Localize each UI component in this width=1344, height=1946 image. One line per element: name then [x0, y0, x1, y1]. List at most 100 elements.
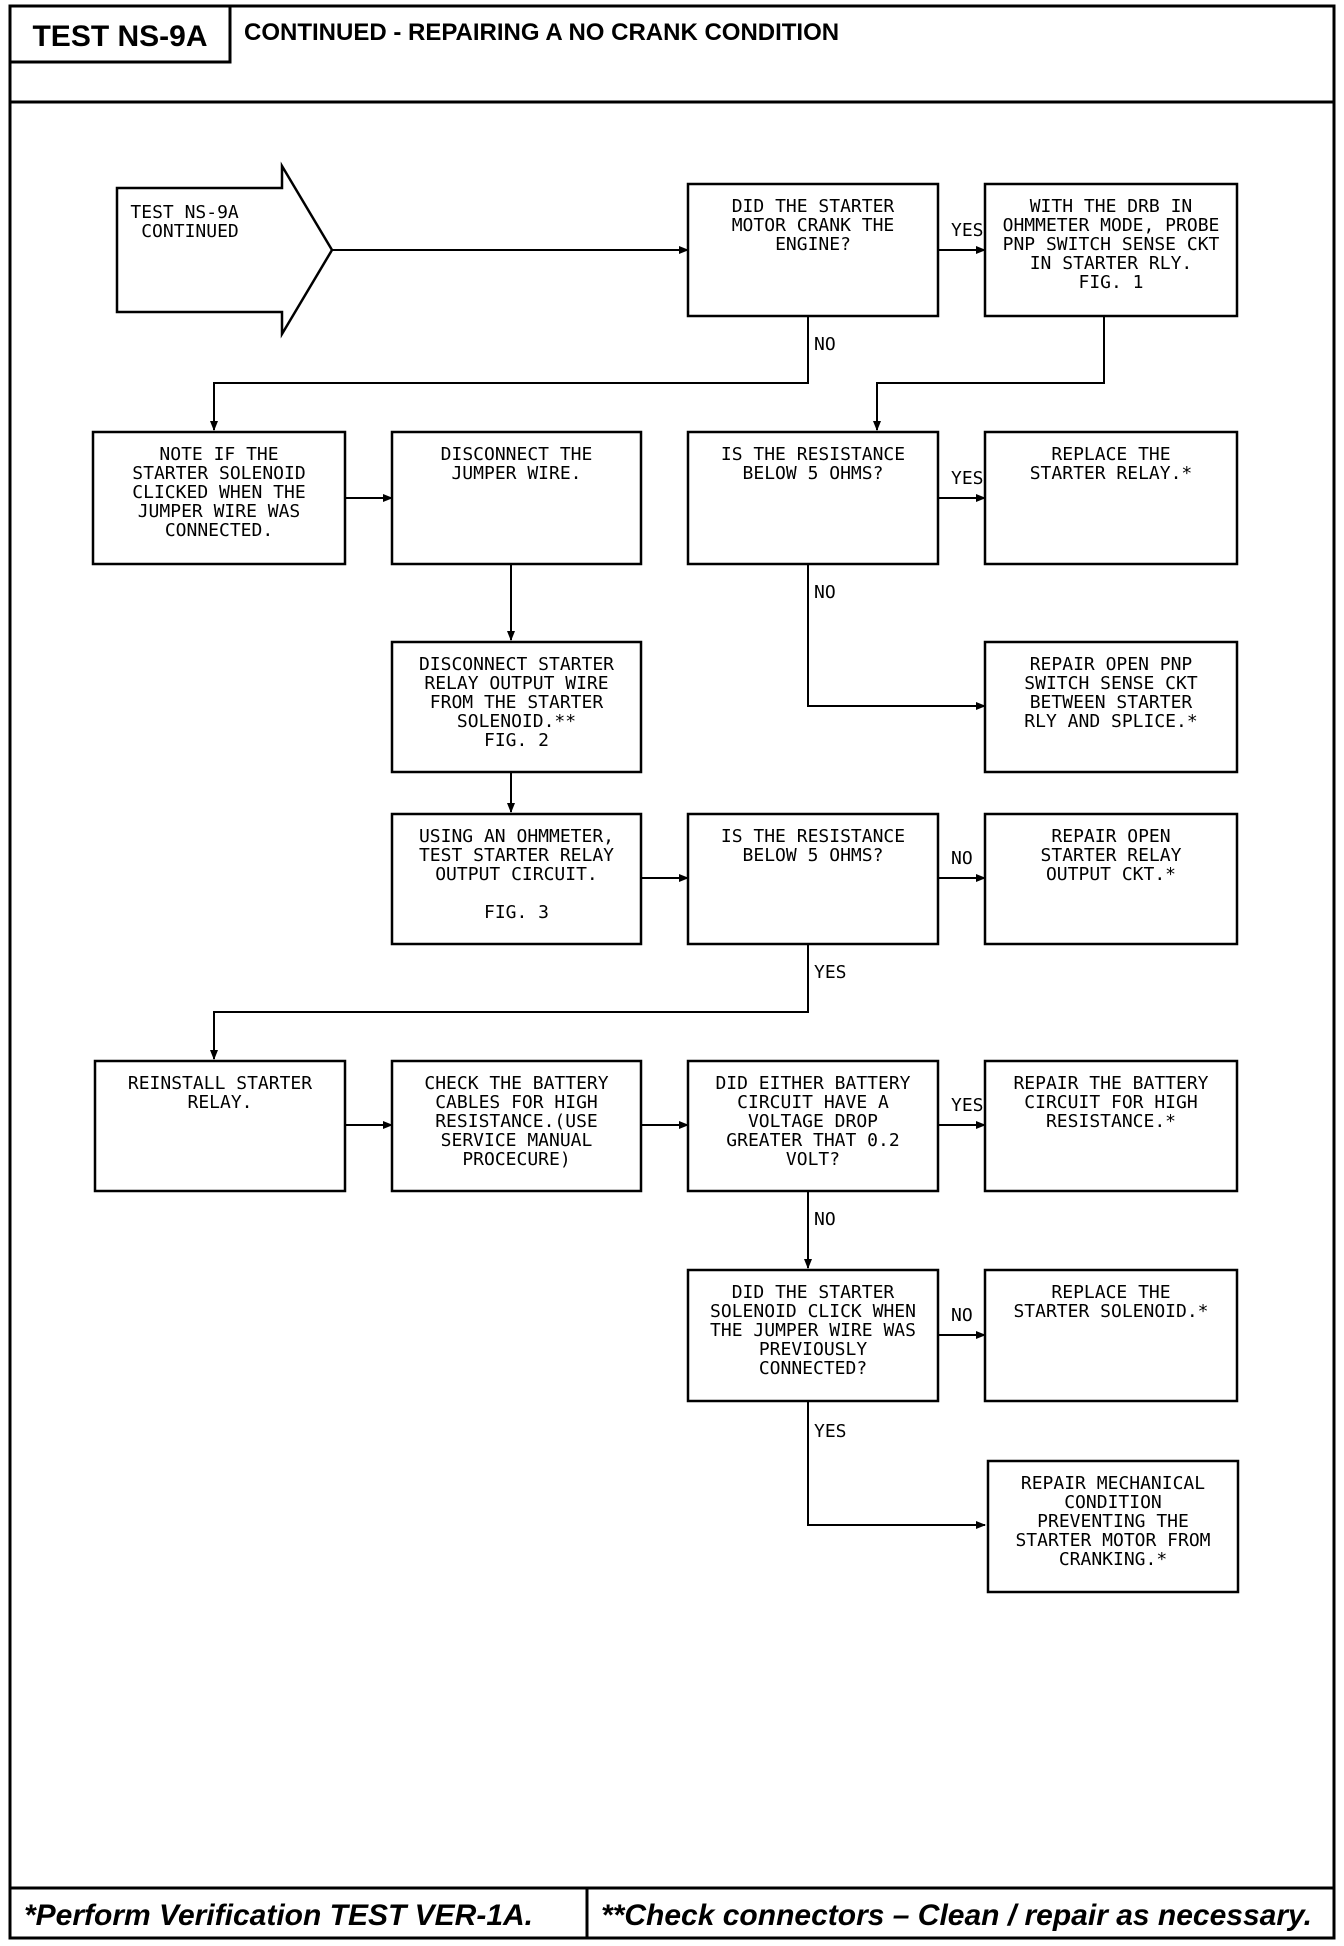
node-text-line: REPAIR OPEN	[1051, 826, 1170, 847]
node-text-line: DISCONNECT THE	[441, 444, 593, 465]
edge-probe-to-res1	[873, 316, 1105, 431]
node-text-line: SOLENOID.**	[457, 711, 576, 732]
node-text-line: DID THE STARTER	[732, 196, 895, 217]
node-text-line: CONNECTED.	[165, 520, 273, 541]
edge-label-yes: YES	[951, 220, 984, 241]
node-text-line: PNP SWITCH SENSE CKT	[1003, 234, 1220, 255]
node-text-line: VOLTAGE DROP	[748, 1111, 878, 1132]
node-box	[390, 1059, 643, 1193]
edge-label-no: NO	[951, 848, 973, 869]
node-text-line: PREVIOUSLY	[759, 1339, 868, 1360]
node-text-line: FIG. 3	[484, 902, 549, 923]
node-text-line: OUTPUT CIRCUIT.	[435, 864, 598, 885]
start-line: CONTINUED	[141, 221, 239, 242]
node-text-line: DID THE STARTER	[732, 1282, 895, 1303]
start-label: TEST NS-9A CONTINUED	[130, 202, 249, 242]
node-box	[983, 640, 1239, 774]
node-text-line: SWITCH SENSE CKT	[1024, 673, 1198, 694]
edge-crank-no	[210, 316, 809, 431]
node-text-line: CIRCUIT HAVE A	[737, 1092, 889, 1113]
footer-note-verification: *Perform Verification TEST VER-1A.	[24, 1899, 533, 1932]
edge-label-no: NO	[814, 1209, 836, 1230]
node-text-line: CIRCUIT FOR HIGH	[1024, 1092, 1197, 1113]
node-text-line: CONNECTED?	[759, 1358, 867, 1379]
edge-label-no: NO	[814, 582, 836, 603]
node-text-line: THE JUMPER WIRE WAS	[710, 1320, 916, 1341]
node-text-line: CABLES FOR HIGH	[435, 1092, 598, 1113]
node-text-line: REPLACE THE	[1051, 444, 1170, 465]
node-text-line: SOLENOID CLICK WHEN	[710, 1301, 916, 1322]
node-text-line: OUTPUT CKT.*	[1046, 864, 1176, 885]
node-box	[686, 430, 940, 566]
node-text-line: CLICKED WHEN THE	[132, 482, 305, 503]
node-box	[983, 430, 1239, 566]
node-text-line: REINSTALL STARTER	[128, 1073, 312, 1094]
node-text-line: SERVICE MANUAL	[441, 1130, 593, 1151]
node-text-line: REPLACE THE	[1051, 1282, 1170, 1303]
node-text-line: REPAIR THE BATTERY	[1013, 1073, 1208, 1094]
node-text-line: TEST STARTER RELAY	[419, 845, 614, 866]
edge-label-yes: YES	[814, 962, 847, 983]
node-box	[390, 640, 643, 774]
node-box	[983, 812, 1239, 946]
node-text-line: FROM THE STARTER	[430, 692, 604, 713]
edge-click-yes	[807, 1401, 986, 1529]
node-text-line: NOTE IF THE	[159, 444, 278, 465]
page-title: CONTINUED - REPAIRING A NO CRANK CONDITI…	[244, 19, 839, 46]
node-text-line: STARTER RELAY.*	[1030, 463, 1193, 484]
edges	[210, 246, 1105, 1529]
node-box	[983, 1268, 1239, 1403]
test-id-box	[8, 4, 232, 64]
edge-label-no: NO	[951, 1305, 973, 1326]
node-box	[686, 182, 940, 318]
node-text-line: REPAIR OPEN PNP	[1030, 654, 1193, 675]
node-text-line: FIG. 2	[484, 730, 549, 751]
edge-label-yes: YES	[951, 1095, 984, 1116]
edge-res1-no	[807, 564, 986, 710]
node-text-line: ENGINE?	[775, 234, 851, 255]
node-text-line: REPAIR MECHANICAL	[1021, 1473, 1205, 1494]
node-text-line: RELAY OUTPUT WIRE	[424, 673, 608, 694]
node-text-line: MOTOR CRANK THE	[732, 215, 895, 236]
start-line: TEST NS-9A	[130, 202, 239, 223]
node-text-line: STARTER MOTOR FROM	[1015, 1530, 1210, 1551]
node-text-line: DISCONNECT STARTER	[419, 654, 614, 675]
node-box	[91, 430, 347, 566]
node-text-line: IS THE RESISTANCE	[721, 444, 905, 465]
node-text-line: RELAY.	[187, 1092, 252, 1113]
edge-res2-yes	[210, 944, 809, 1060]
node-box	[93, 1059, 347, 1193]
node-text-line: STARTER SOLENOID.*	[1013, 1301, 1208, 1322]
edge-label-yes: YES	[951, 468, 984, 489]
node-text-line: WITH THE DRB IN	[1030, 196, 1193, 217]
start-arrow	[115, 161, 334, 339]
node-text-line: PREVENTING THE	[1037, 1511, 1189, 1532]
node-box	[686, 1268, 940, 1403]
node-text-line: CHECK THE BATTERY	[424, 1073, 608, 1094]
